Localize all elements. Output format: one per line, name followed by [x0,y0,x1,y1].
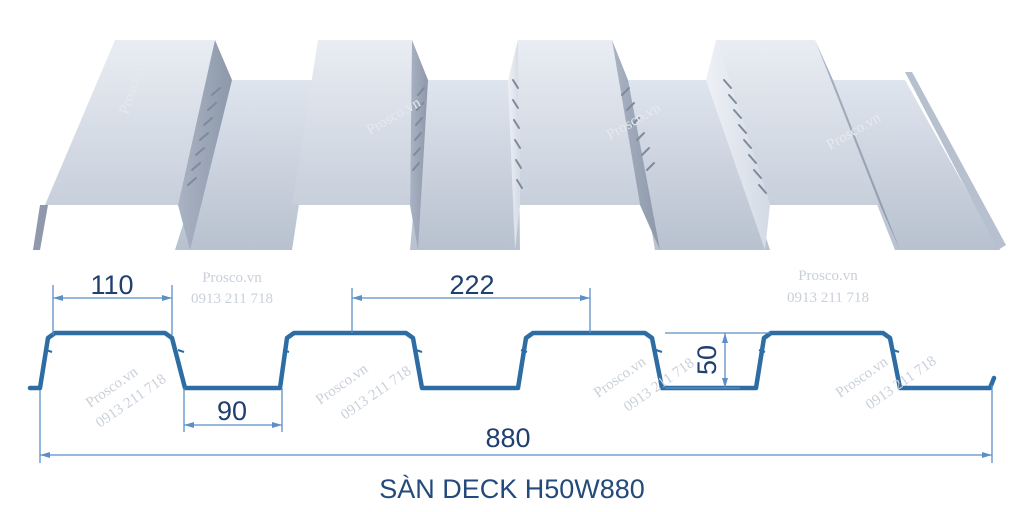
valley-surface [410,80,520,250]
web-surface [508,40,520,250]
web-embossments [187,79,767,194]
profile-section [27,330,997,391]
dim-height: 50 [692,345,722,375]
crest-surface [45,40,215,205]
dim-pitch: 222 [449,270,494,300]
watermark-brand: Prosco.vn [798,268,858,284]
watermark-brand: Prosco.vn [202,270,262,286]
crest-surface [292,40,412,205]
right-lip [905,72,1006,250]
valley-surface [625,80,770,250]
watermark-phone: 0913 211 718 [787,290,869,306]
valley-surface [828,80,1000,250]
web-surface [815,40,900,250]
profile-line [27,330,997,391]
crest-surface [716,40,880,205]
front-edge [33,205,48,250]
web-surface [706,40,770,250]
web-surface [410,40,428,250]
deck-3d-render: Prosco.vn Prosco.vn Prosco.vn Prosco.vn [33,40,1006,250]
dimension-lines [39,285,993,463]
crest-surface [518,40,640,205]
watermark-phone: 0913 211 718 [191,291,273,307]
dim-bottom-flange: 90 [217,396,247,426]
dim-top-flange: 110 [90,270,133,300]
valley-surface [175,80,318,250]
web-surface [178,40,232,250]
dim-cover-width: 880 [485,423,530,453]
diagram-title: SÀN DECK H50W880 [379,474,645,504]
